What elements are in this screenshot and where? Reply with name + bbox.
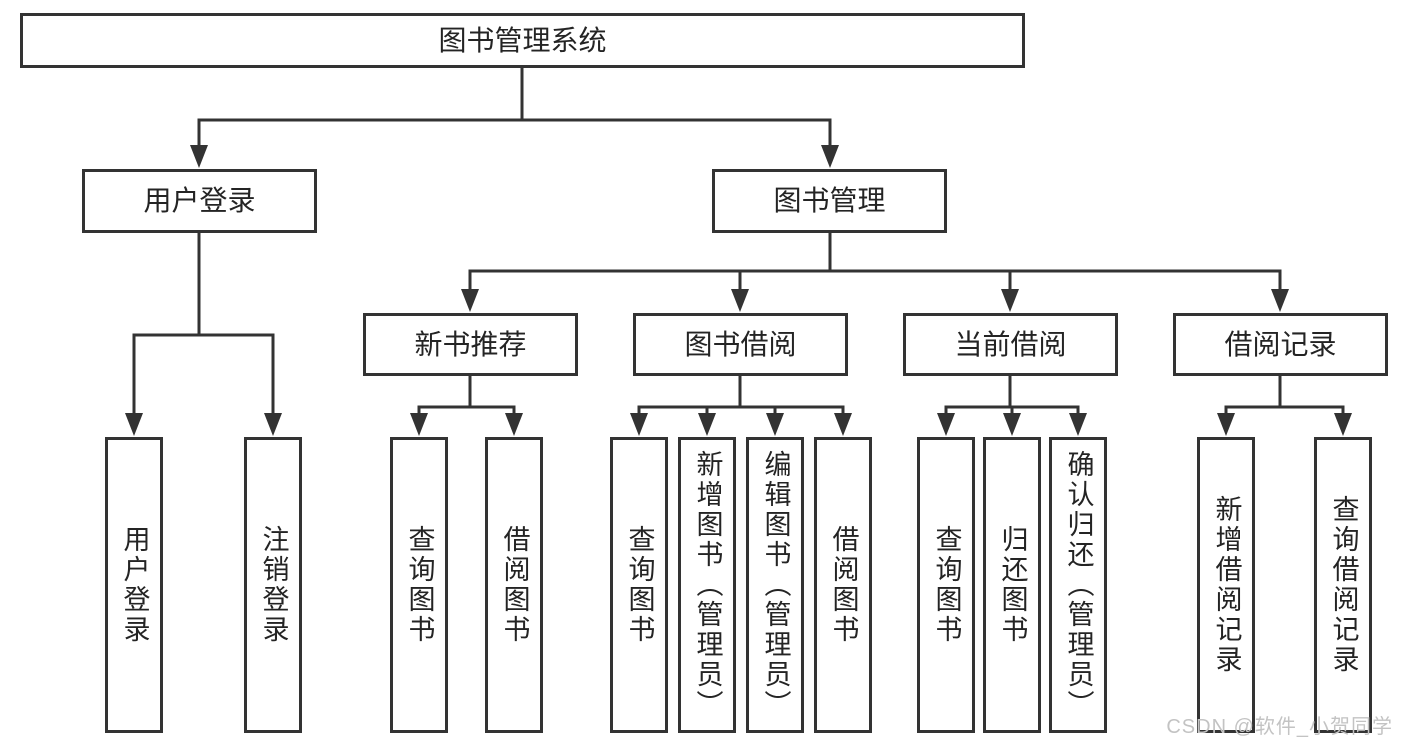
node-library-management-system: 图书管理系统: [20, 13, 1025, 68]
node-borrow-books: 借阅图书: [814, 437, 872, 733]
watermark: CSDN @软件_小贺同学: [1166, 716, 1393, 738]
node-current-borrowing: 当前借阅: [903, 313, 1118, 376]
node-user-login-branch: 用户登录: [82, 169, 317, 233]
node-logout-leaf: 注销登录: [244, 437, 302, 733]
node-return-books: 归还图书: [983, 437, 1041, 733]
node-book-borrowing: 图书借阅: [633, 313, 848, 376]
node-add-borrow-record: 新增借阅记录: [1197, 437, 1255, 733]
node-edit-books-admin: 编辑图书（管理员）: [746, 437, 804, 733]
node-query-borrow-record: 查询借阅记录: [1314, 437, 1372, 733]
node-query-books-current: 查询图书: [917, 437, 975, 733]
node-user-login-leaf: 用户登录: [105, 437, 163, 733]
node-borrowing-records: 借阅记录: [1173, 313, 1388, 376]
node-confirm-return-admin: 确认归还（管理员）: [1049, 437, 1107, 733]
node-new-book-recommendation: 新书推荐: [363, 313, 578, 376]
node-query-books-borrow: 查询图书: [610, 437, 668, 733]
node-query-books-recommend: 查询图书: [390, 437, 448, 733]
node-book-management-branch: 图书管理: [712, 169, 947, 233]
node-add-books-admin: 新增图书（管理员）: [678, 437, 736, 733]
node-borrow-books-recommend: 借阅图书: [485, 437, 543, 733]
